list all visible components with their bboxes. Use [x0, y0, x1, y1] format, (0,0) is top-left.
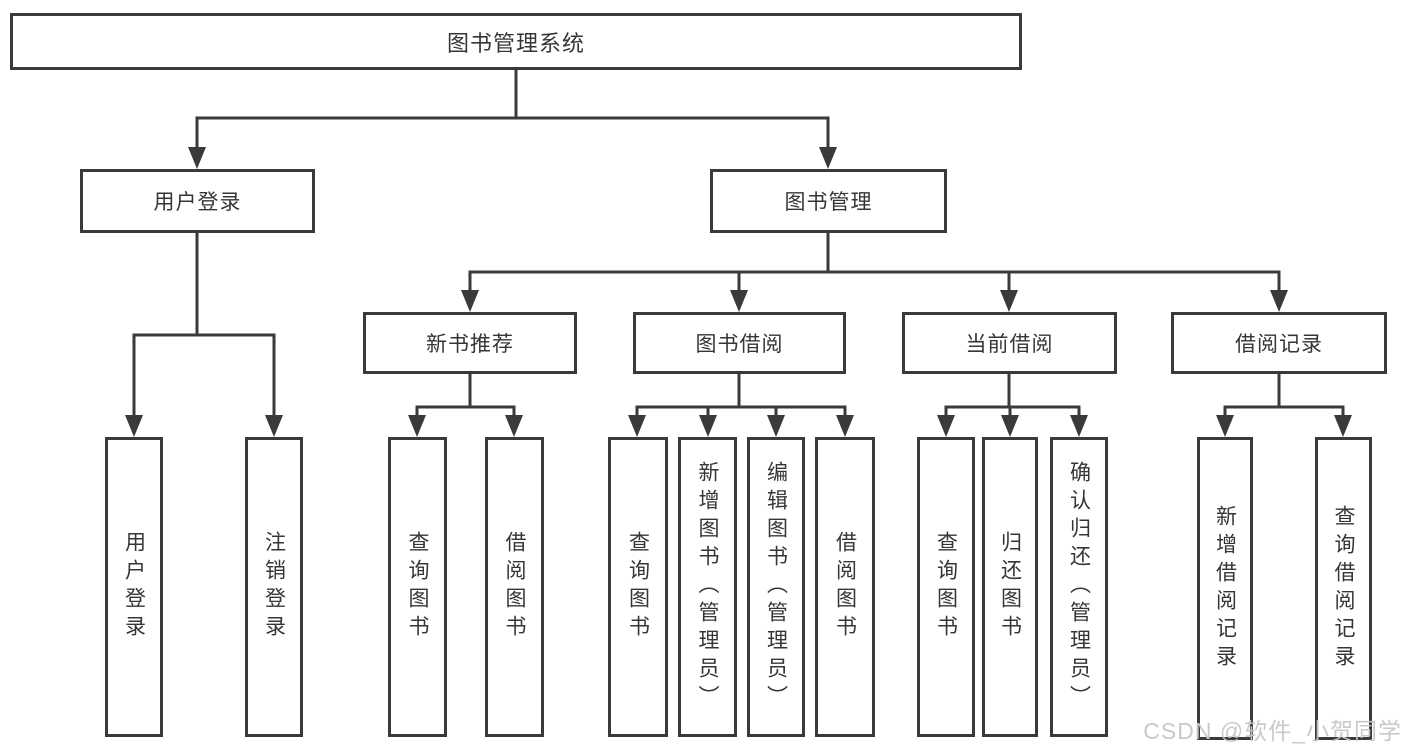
node-br-add-record: 新增借阅记录: [1197, 437, 1253, 740]
watermark: CSDN @软件_小贺同学: [1143, 718, 1402, 744]
node-br-query-record: 查询借阅记录: [1315, 437, 1372, 740]
node-bb-edit-books-admin-label: 编辑图书（管理员）: [764, 461, 788, 713]
node-nbr-borrow-books: 借阅图书: [485, 437, 544, 737]
node-book-mgmt: 图书管理: [710, 169, 947, 233]
node-book-borrow: 图书借阅: [633, 312, 846, 374]
arrowhead: [937, 415, 955, 437]
node-cb-confirm-return-admin-label: 确认归还（管理员）: [1067, 461, 1091, 713]
arrowhead: [188, 147, 206, 169]
arrowheads: [125, 147, 1352, 437]
node-br-query-record-label: 查询借阅记录: [1332, 504, 1355, 673]
node-new-book-rec-label: 新书推荐: [426, 333, 514, 356]
node-user-login-group: 用户登录: [80, 169, 315, 233]
node-bb-add-books-admin: 新增图书（管理员）: [678, 437, 737, 737]
node-br-add-record-label: 新增借阅记录: [1213, 504, 1237, 673]
node-bb-borrow-books-label: 借阅图书: [833, 531, 857, 643]
arrowhead: [1334, 415, 1352, 437]
node-current-borrow: 当前借阅: [902, 312, 1117, 374]
connector-path: [132, 68, 1345, 420]
arrowhead: [628, 415, 646, 437]
node-nbr-query-books: 查询图书: [388, 437, 447, 737]
node-user-login: 用户登录: [105, 437, 163, 737]
arrowhead: [461, 290, 479, 312]
arrowhead: [767, 415, 785, 437]
arrowhead: [1001, 415, 1019, 437]
node-borrow-records: 借阅记录: [1171, 312, 1387, 374]
arrowhead: [408, 415, 426, 437]
node-user-login-group-label: 用户登录: [153, 191, 242, 214]
node-bb-query-books-label: 查询图书: [626, 531, 650, 643]
arrowhead: [265, 415, 283, 437]
node-book-borrow-label: 图书借阅: [695, 333, 784, 356]
arrowhead: [819, 147, 837, 169]
node-bb-borrow-books: 借阅图书: [815, 437, 875, 737]
node-nbr-query-books-label: 查询图书: [406, 531, 429, 643]
node-cb-return-books-label: 归还图书: [998, 531, 1022, 643]
node-bb-edit-books-admin: 编辑图书（管理员）: [747, 437, 805, 737]
arrowhead: [125, 415, 143, 437]
arrowhead: [505, 415, 523, 437]
node-cb-return-books: 归还图书: [982, 437, 1038, 737]
arrowhead: [836, 415, 854, 437]
node-current-borrow-label: 当前借阅: [965, 333, 1054, 356]
node-logout: 注销登录: [245, 437, 303, 737]
arrowhead: [730, 290, 748, 312]
arrowhead: [1000, 290, 1018, 312]
arrowhead: [699, 415, 717, 437]
node-cb-query-books: 查询图书: [917, 437, 975, 737]
node-cb-confirm-return-admin: 确认归还（管理员）: [1050, 437, 1108, 737]
arrowhead: [1216, 415, 1234, 437]
node-borrow-records-label: 借阅记录: [1235, 333, 1323, 356]
arrowhead: [1070, 415, 1088, 437]
node-root: 图书管理系统: [10, 13, 1022, 70]
node-nbr-borrow-books-label: 借阅图书: [503, 531, 526, 643]
node-root-label: 图书管理系统: [446, 30, 585, 56]
node-book-mgmt-label: 图书管理: [784, 191, 873, 214]
node-user-login-label: 用户登录: [122, 531, 146, 643]
node-bb-query-books: 查询图书: [608, 437, 668, 737]
node-cb-query-books-label: 查询图书: [934, 531, 958, 643]
node-logout-label: 注销登录: [262, 531, 286, 643]
node-new-book-rec: 新书推荐: [363, 312, 577, 374]
arrowhead: [1270, 290, 1288, 312]
node-bb-add-books-admin-label: 新增图书（管理员）: [696, 461, 719, 713]
